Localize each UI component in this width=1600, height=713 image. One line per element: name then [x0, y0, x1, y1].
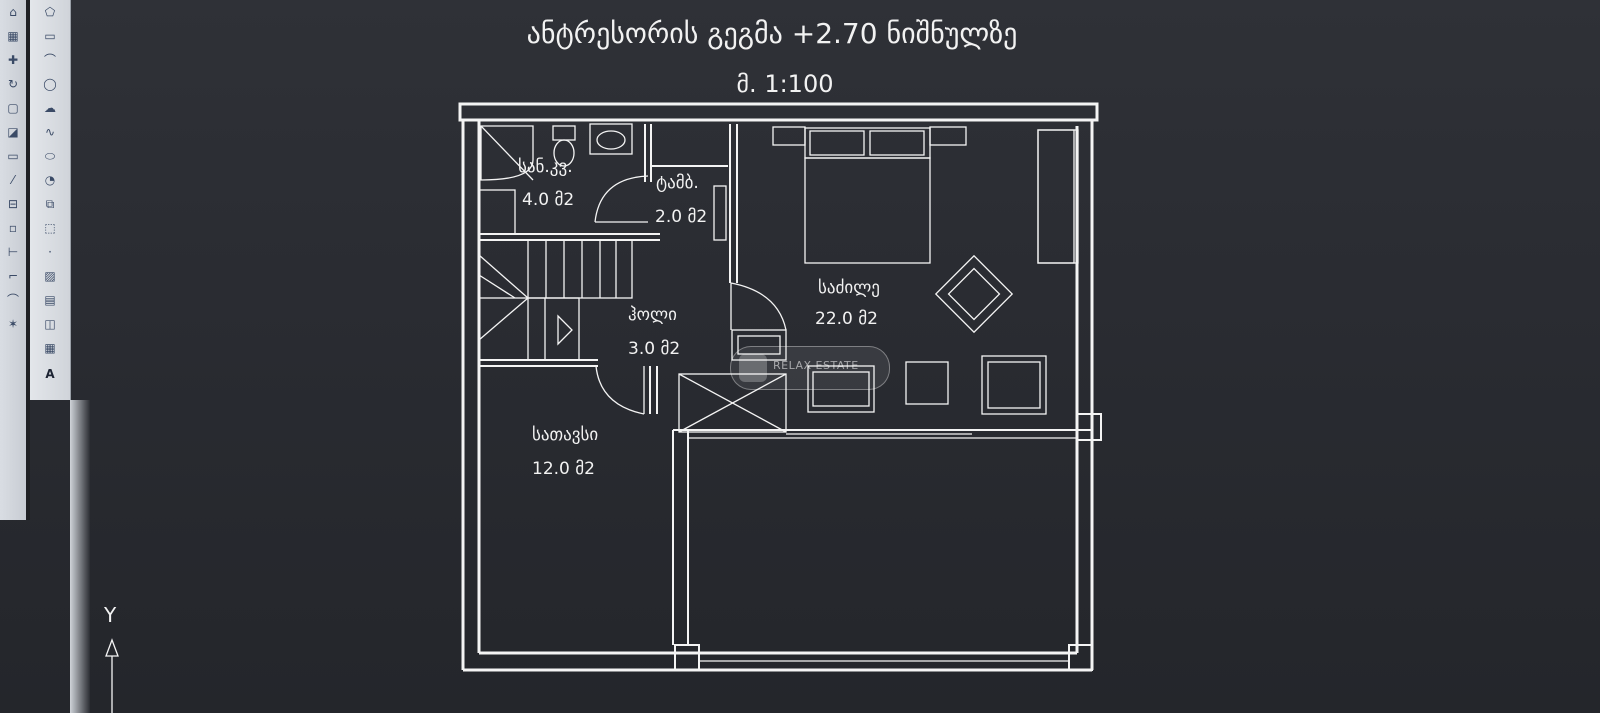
multiline-text-icon[interactable]: A: [45, 367, 55, 381]
room-bathroom-name: სან.კვ.: [518, 157, 573, 177]
polygon-tool-icon[interactable]: ⬠: [44, 5, 56, 19]
fillet-tool-icon[interactable]: ⌒: [6, 293, 19, 307]
break-tool-icon[interactable]: ▫: [8, 221, 18, 235]
spline-tool-icon[interactable]: ∿: [44, 125, 56, 139]
room-bedroom-name: საძილე: [818, 278, 880, 298]
room-hall-name: ჰოლი: [628, 305, 677, 325]
ucs-icon: Y: [103, 603, 119, 713]
ellipse-tool-icon[interactable]: ⬭: [44, 149, 56, 163]
grid-tool-icon[interactable]: ▦: [7, 29, 19, 43]
gradient-tool-icon[interactable]: ▤: [44, 293, 56, 307]
explode-tool-icon[interactable]: ✶: [7, 317, 19, 331]
circle-tool-icon[interactable]: ◯: [43, 77, 57, 91]
line-tool-icon[interactable]: ⌂: [9, 5, 17, 19]
room-storage-name: სათავსი: [532, 425, 598, 445]
make-block-icon[interactable]: ⬚: [44, 221, 56, 235]
table-tool-icon[interactable]: ▦: [44, 341, 56, 355]
screen-bezel: [70, 400, 90, 713]
plan-scale: მ. 1:100: [737, 70, 834, 98]
bedroom-furniture: [678, 126, 1079, 433]
rotate-tool-icon[interactable]: ↻: [7, 77, 19, 91]
copy-tool-icon[interactable]: ▢: [7, 101, 19, 115]
room-bedroom-area: 22.0 მ2: [815, 309, 878, 329]
interior-walls: [479, 124, 1092, 662]
revcloud-tool-icon[interactable]: ☁: [44, 101, 56, 115]
trim-tool-icon[interactable]: ⁄: [11, 173, 14, 187]
y-axis-label: Y: [103, 603, 117, 627]
watermark-badge: RELAX ESTATE: [730, 346, 890, 390]
room-vestibule-area: 2.0 მ2: [655, 207, 707, 227]
point-tool-icon[interactable]: ·: [48, 245, 52, 259]
room-bathroom-area: 4.0 მ2: [522, 190, 574, 210]
hatch-tool-icon[interactable]: ▨: [44, 269, 56, 283]
doors: [594, 175, 787, 415]
toolbar-separator: [26, 0, 30, 520]
stretch-tool-icon[interactable]: ▭: [7, 149, 19, 163]
room-storage-area: 12.0 მ2: [532, 459, 595, 479]
arc-tool-icon[interactable]: ⌒: [43, 53, 56, 67]
room-labels: სან.კვ. 4.0 მ2 ტამბ. 2.0 მ2 ჰოლი 3.0 მ2 …: [518, 157, 880, 479]
rectangle-tool-icon[interactable]: ▭: [44, 29, 56, 43]
room-hall-area: 3.0 მ2: [628, 339, 680, 359]
room-vestibule-name: ტამბ.: [656, 173, 699, 193]
modify-toolbar: ⬠ ▭ ⌒ ◯ ☁ ∿ ⬭ ◔ ⧉ ⬚ · ▨ ▤ ◫ ▦ A: [30, 0, 71, 400]
bathroom-fixtures: [478, 123, 633, 235]
move-tool-icon[interactable]: ✚: [7, 53, 19, 67]
chamfer-tool-icon[interactable]: ⌐: [7, 269, 19, 283]
scale-tool-icon[interactable]: ◪: [7, 125, 19, 139]
watermark-logo-icon: [739, 354, 767, 382]
join-tool-icon[interactable]: ⊢: [7, 245, 19, 259]
region-tool-icon[interactable]: ◫: [44, 317, 56, 331]
plan-title: ანტრესორის გეგმა +2.70 ნიშნულზე: [527, 17, 1018, 50]
watermark-text: RELAX ESTATE: [773, 359, 859, 372]
insert-block-icon[interactable]: ⧉: [45, 197, 55, 211]
extend-tool-icon[interactable]: ⊟: [7, 197, 19, 211]
ellipse-arc-tool-icon[interactable]: ◔: [44, 173, 56, 187]
stairs: [478, 239, 633, 361]
